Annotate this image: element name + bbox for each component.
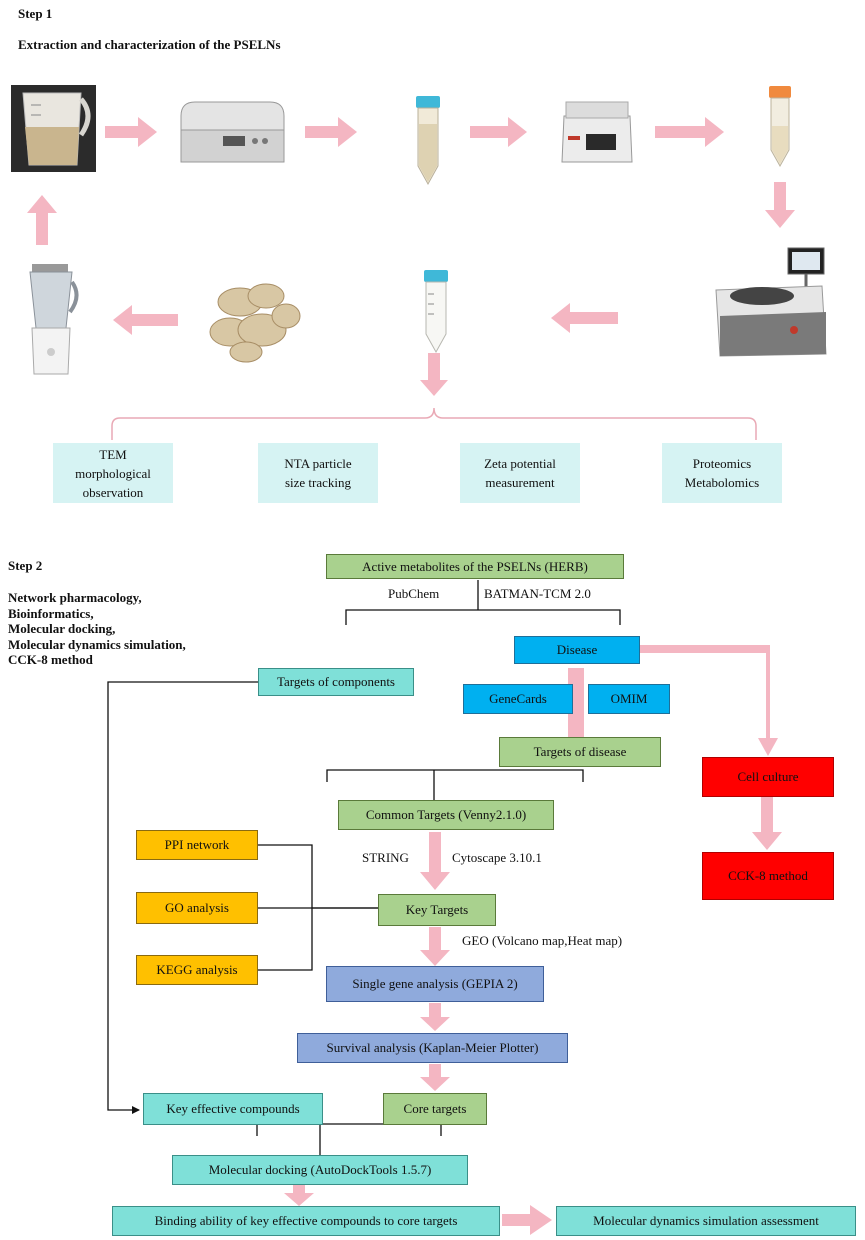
ppi-network-box: PPI network [136, 830, 258, 860]
beaker-icon [11, 85, 96, 172]
flow-arrow [284, 1184, 314, 1206]
flow-arrow [305, 117, 357, 147]
common-targets-box: Common Targets (Venny2.1.0) [338, 800, 554, 830]
core-targets-box: Core targets [383, 1093, 487, 1125]
genecards-box: GeneCards [463, 684, 573, 714]
single-gene-box: Single gene analysis (GEPIA 2) [326, 966, 544, 1002]
step2-methods: Network pharmacology, Bioinformatics, Mo… [8, 590, 186, 667]
cck8-box: CCK-8 method [702, 852, 834, 900]
brace-bracket [256, 1123, 442, 1136]
flow-arrow [765, 182, 795, 228]
molecular-docking-box: Molecular docking (AutoDockTools 1.5.7) [172, 1155, 468, 1185]
cell-culture-box: Cell culture [702, 757, 834, 797]
benchtop-centrifuge-icon [558, 96, 636, 168]
brace-bracket [111, 407, 757, 440]
key-compounds-box: Key effective compounds [143, 1093, 323, 1125]
string-label: STRING [362, 850, 409, 865]
centrifuge-icon [175, 96, 290, 168]
flow-arrow [655, 117, 724, 147]
flow-arrow [640, 645, 778, 756]
centrifuge-tube-icon [762, 86, 798, 168]
characterization-zeta: Zeta potential measurement [460, 443, 580, 503]
step2-label: Step 2 [8, 558, 43, 573]
omim-box: OMIM [588, 684, 670, 714]
centrifuge-tube-icon [416, 270, 456, 354]
cytoscape-label: Cytoscape 3.10.1 [452, 850, 542, 865]
flow-arrow [502, 1205, 552, 1235]
geo-label: GEO (Volcano map,Heat map) [462, 933, 623, 948]
key-targets-box: Key Targets [378, 894, 496, 926]
targets-components-box: Targets of components [258, 668, 414, 696]
centrifuge-tube-icon [408, 94, 448, 186]
ultracentrifuge-icon [710, 246, 830, 358]
targets-disease-box: Targets of disease [499, 737, 661, 767]
md-simulation-box: Molecular dynamics simulation assessment [556, 1206, 856, 1236]
flow-arrow [420, 1064, 450, 1091]
characterization-omics: Proteomics Metabolomics [662, 443, 782, 503]
characterization-nta: NTA particle size tracking [258, 443, 378, 503]
active-metabolites-box: Active metabolites of the PSELNs (HERB) [326, 554, 624, 579]
flow-arrow [470, 117, 527, 147]
step1-label: Step 1 [18, 6, 53, 21]
flow-arrow [752, 797, 782, 850]
flow-arrow [420, 353, 448, 396]
flow-arrow [113, 305, 178, 335]
kegg-analysis-box: KEGG analysis [136, 955, 258, 985]
brace-bracket [326, 769, 584, 782]
brace-bracket [345, 609, 621, 625]
pubchem-label: PubChem [388, 586, 440, 601]
binding-ability-box: Binding ability of key effective compoun… [112, 1206, 500, 1236]
characterization-tem: TEM morphological observation [53, 443, 173, 503]
flow-arrow [420, 927, 450, 966]
flow-arrow [420, 1003, 450, 1031]
survival-analysis-box: Survival analysis (Kaplan-Meier Plotter) [297, 1033, 568, 1063]
batman-label: BATMAN-TCM 2.0 [484, 586, 591, 601]
flow-arrow [551, 303, 618, 333]
flow-arrow [105, 117, 157, 147]
flow-arrow [27, 195, 57, 245]
step1-title: Extraction and characterization of the P… [18, 37, 281, 52]
go-analysis-box: GO analysis [136, 892, 258, 924]
disease-box: Disease [514, 636, 640, 664]
ginger-icon [200, 272, 304, 364]
blender-icon [22, 262, 80, 376]
flow-arrow [420, 832, 450, 890]
